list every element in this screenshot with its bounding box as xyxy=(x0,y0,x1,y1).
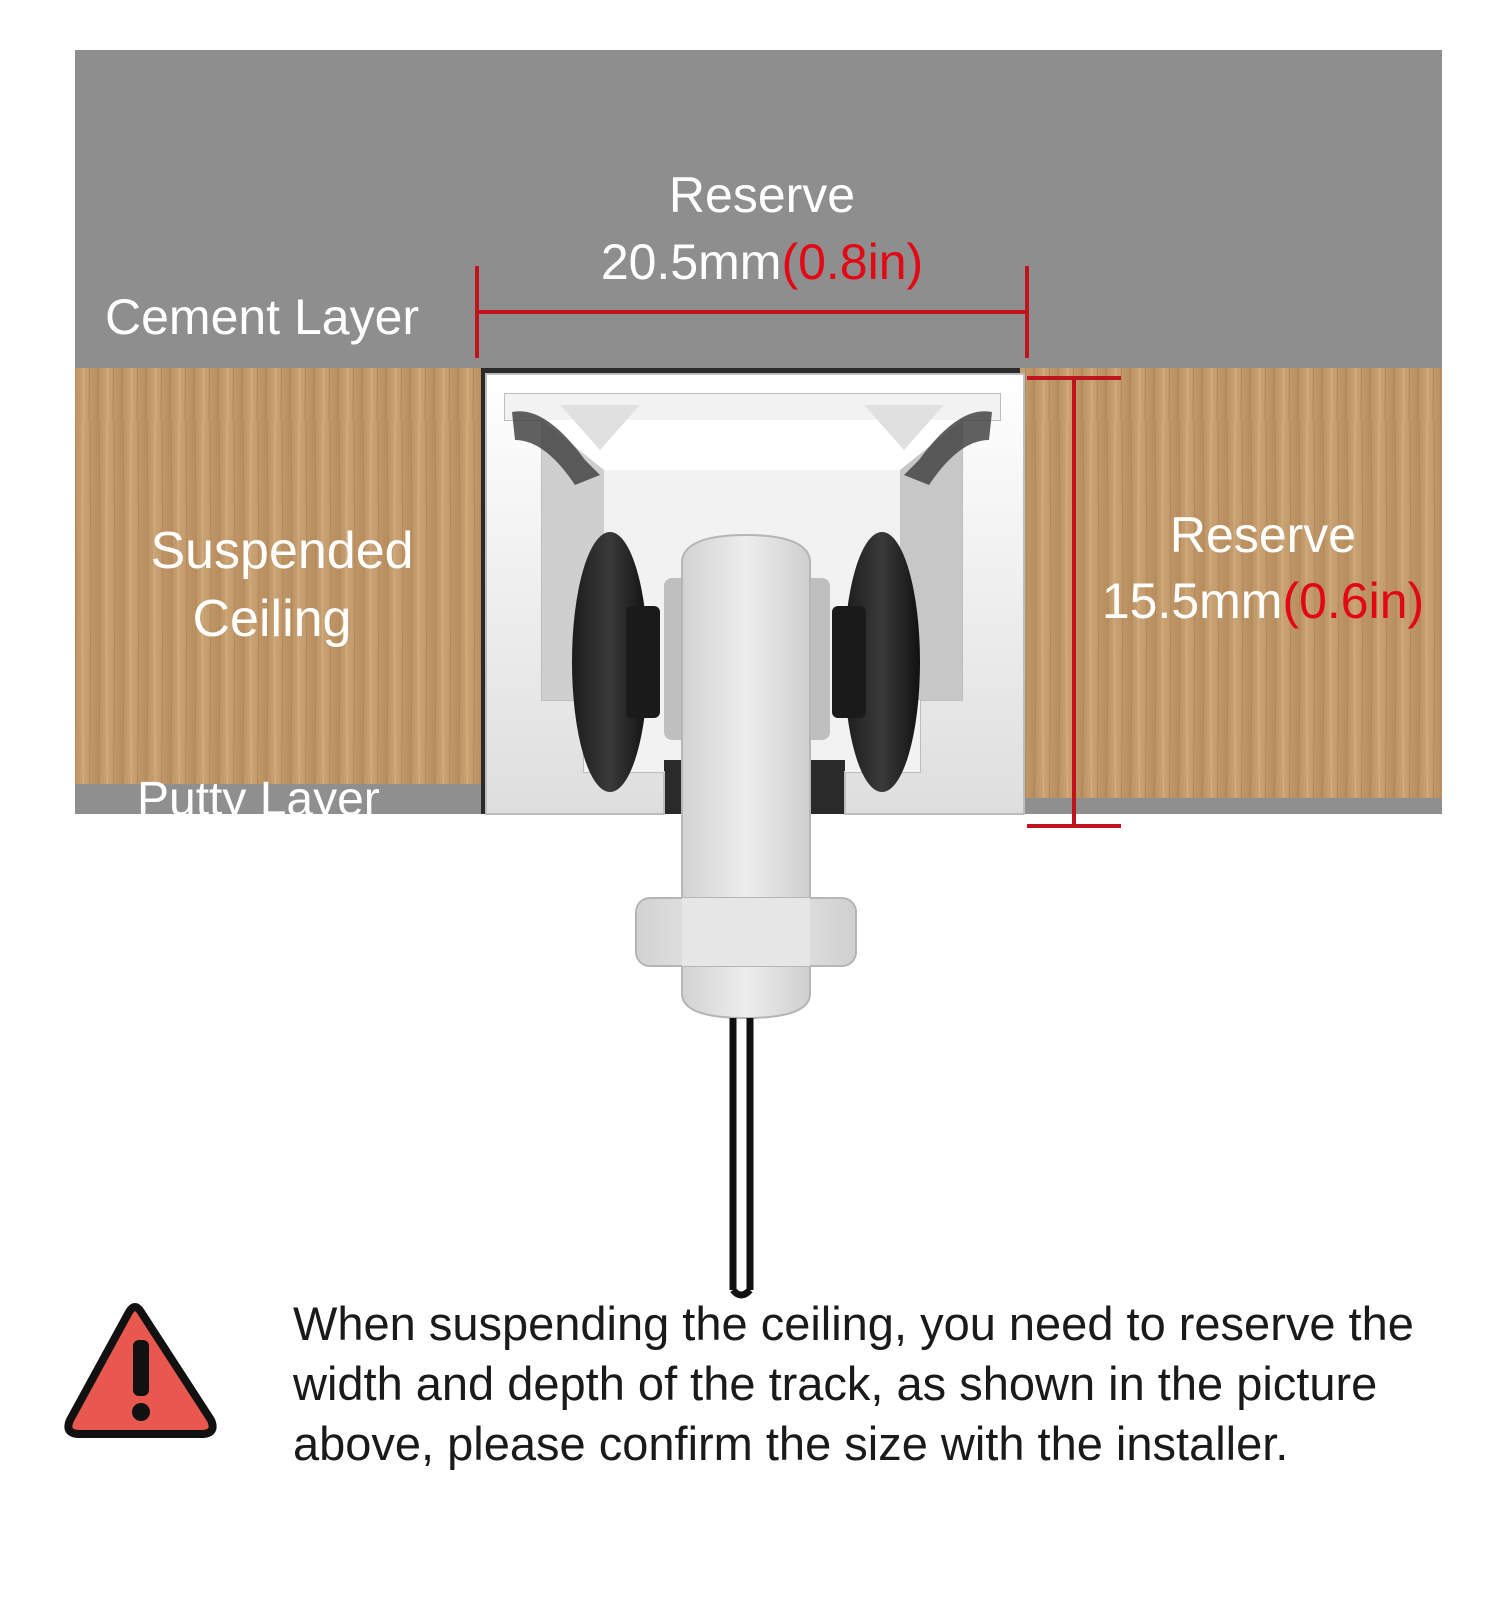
warning-triangle-icon xyxy=(64,1303,217,1438)
putty-layer-label: Putty Layer xyxy=(137,773,380,826)
width-reserve-imperial: (0.8in) xyxy=(781,234,923,290)
cement-layer xyxy=(75,50,1442,368)
roller-hanger xyxy=(635,533,857,1020)
suspended-ceiling-left xyxy=(75,368,481,814)
width-reserve-value: 20.5mm(0.8in) xyxy=(601,234,923,290)
warning-text: When suspending the ceiling, you need to… xyxy=(293,1297,1414,1470)
width-reserve-title: Reserve xyxy=(669,167,855,223)
suspended-ceiling-right xyxy=(1020,368,1442,798)
cable xyxy=(729,1018,754,1299)
depth-reserve-title: Reserve xyxy=(1170,507,1356,563)
depth-reserve-imperial: (0.6in) xyxy=(1282,573,1424,629)
width-reserve-metric: 20.5mm xyxy=(601,234,782,290)
depth-reserve-metric: 15.5mm xyxy=(1102,573,1283,629)
putty-layer-right xyxy=(1020,798,1442,814)
wheel-left xyxy=(572,532,660,792)
depth-dimension-line xyxy=(1027,376,1121,828)
wheel-right xyxy=(832,532,920,792)
putty-layer-left xyxy=(75,784,481,814)
depth-reserve-value: 15.5mm(0.6in) xyxy=(1102,573,1424,629)
cement-layer-label: Cement Layer xyxy=(105,289,419,345)
suspended-ceiling-label-line2: Ceiling xyxy=(193,590,352,648)
width-dimension-line xyxy=(475,266,1029,358)
suspended-ceiling-label-line1: Suspended xyxy=(150,522,413,580)
